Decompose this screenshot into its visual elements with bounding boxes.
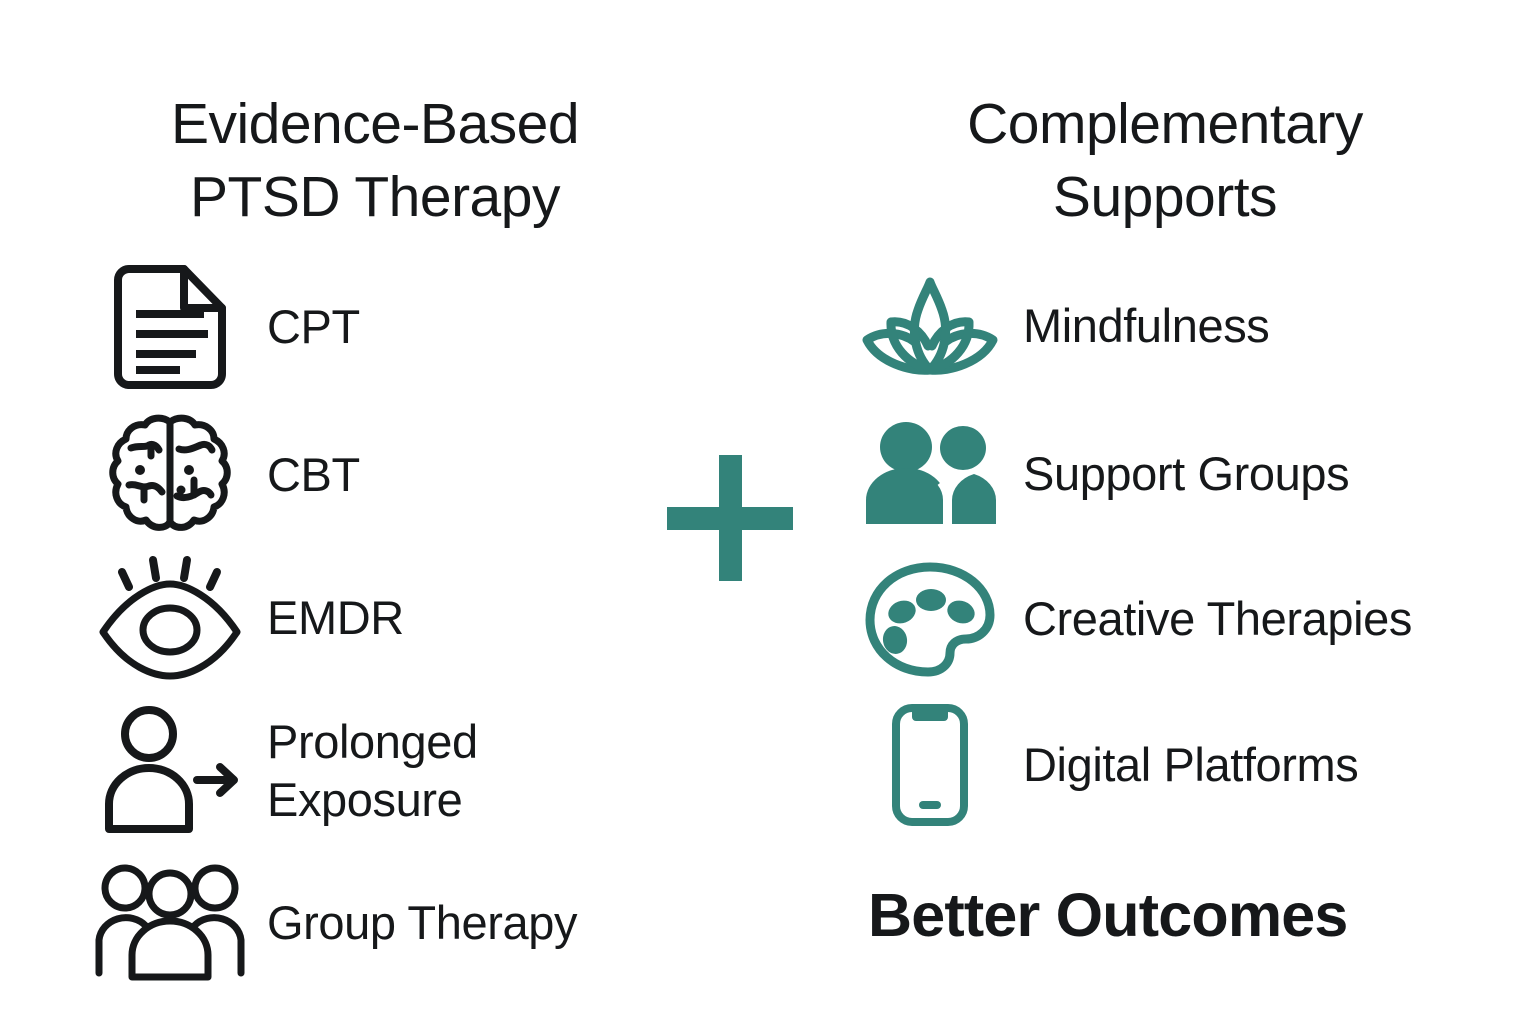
left-column-list: CPT xyxy=(95,252,695,993)
list-item-label: CPT xyxy=(267,300,360,353)
list-item: Mindfulness xyxy=(855,252,1515,400)
right-column-list: Mindfulness Support Groups xyxy=(855,252,1515,840)
list-item: Prolonged Exposure xyxy=(95,688,695,853)
better-outcomes-heading: Better Outcomes xyxy=(868,881,1348,949)
left-column-title: Evidence-Based PTSD Therapy xyxy=(170,92,580,229)
smartphone-icon xyxy=(855,704,1005,826)
list-item: Group Therapy xyxy=(95,853,695,993)
list-item: CBT xyxy=(95,402,695,548)
right-column-title: Complementary Supports xyxy=(967,92,1363,229)
support-group-icon xyxy=(855,415,1005,533)
lotus-icon xyxy=(855,267,1005,385)
palette-icon xyxy=(855,560,1005,678)
complementary-supports-column: Complementary Supports xyxy=(855,0,1515,840)
person-arrow-icon xyxy=(95,705,245,834)
plus-icon xyxy=(667,455,793,581)
list-item-label: Mindfulness xyxy=(1023,299,1270,352)
list-item-label: Creative Therapies xyxy=(1023,592,1413,645)
list-item: Creative Therapies xyxy=(855,548,1515,690)
list-item-label: Group Therapy xyxy=(267,896,578,949)
list-item-label: CBT xyxy=(267,448,360,501)
list-item: Digital Platforms xyxy=(855,690,1515,840)
evidence-based-therapy-column: Evidence-Based PTSD Therapy xyxy=(95,0,695,993)
list-item: CPT xyxy=(95,252,695,402)
eye-icon xyxy=(95,555,245,681)
document-icon xyxy=(95,264,245,390)
brain-icon xyxy=(95,412,245,538)
list-item: Support Groups xyxy=(855,400,1515,548)
group-people-icon xyxy=(95,860,245,986)
list-item: EMDR xyxy=(95,548,695,688)
list-item-label: EMDR xyxy=(267,591,404,644)
list-item-label: Prolonged Exposure xyxy=(267,714,478,826)
list-item-label: Support Groups xyxy=(1023,447,1350,500)
list-item-label: Digital Platforms xyxy=(1023,738,1359,791)
plus-vertical-bar xyxy=(719,455,742,581)
